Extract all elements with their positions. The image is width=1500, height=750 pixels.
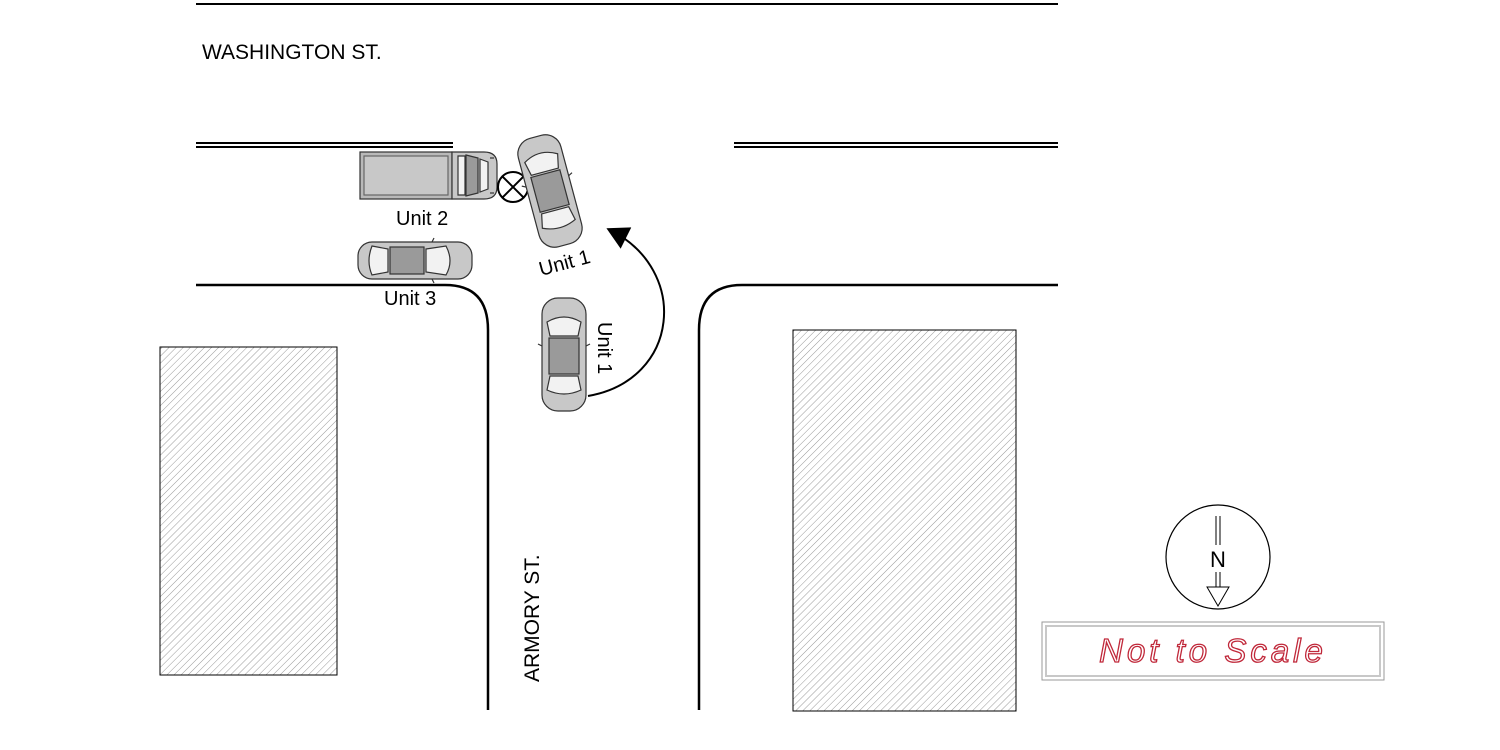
scale-note-banner: Not to Scale: [1041, 621, 1385, 681]
unit-1-final-label: Unit 1: [537, 246, 593, 281]
unit-1-final-position-car: [517, 134, 583, 248]
road-edges: [196, 3, 1058, 710]
scale-note-text: Not to Scale: [1099, 632, 1327, 669]
compass-north-letter: N: [1210, 547, 1226, 572]
unit-1-initial-label: Unit 1: [593, 322, 615, 374]
unit-3-label: Unit 3: [384, 288, 436, 310]
armory-street-label: ARMORY ST.: [521, 554, 544, 682]
washington-street-label: WASHINGTON ST.: [202, 41, 382, 64]
unit-2-label: Unit 2: [396, 208, 448, 230]
unit-1-travel-path-arrow: [587, 227, 666, 397]
point-of-impact-icon: [497, 171, 529, 203]
building-southeast: [792, 329, 1017, 712]
unit-1-initial-position-car: [537, 297, 591, 412]
north-compass-icon: N: [1165, 504, 1271, 610]
building-southwest: [159, 346, 338, 676]
se-corner-curb: [697, 283, 1058, 710]
unit-3-parked-car: [357, 237, 473, 284]
sw-corner-curb: [196, 283, 490, 710]
unit-2-pickup-truck: [359, 151, 498, 200]
